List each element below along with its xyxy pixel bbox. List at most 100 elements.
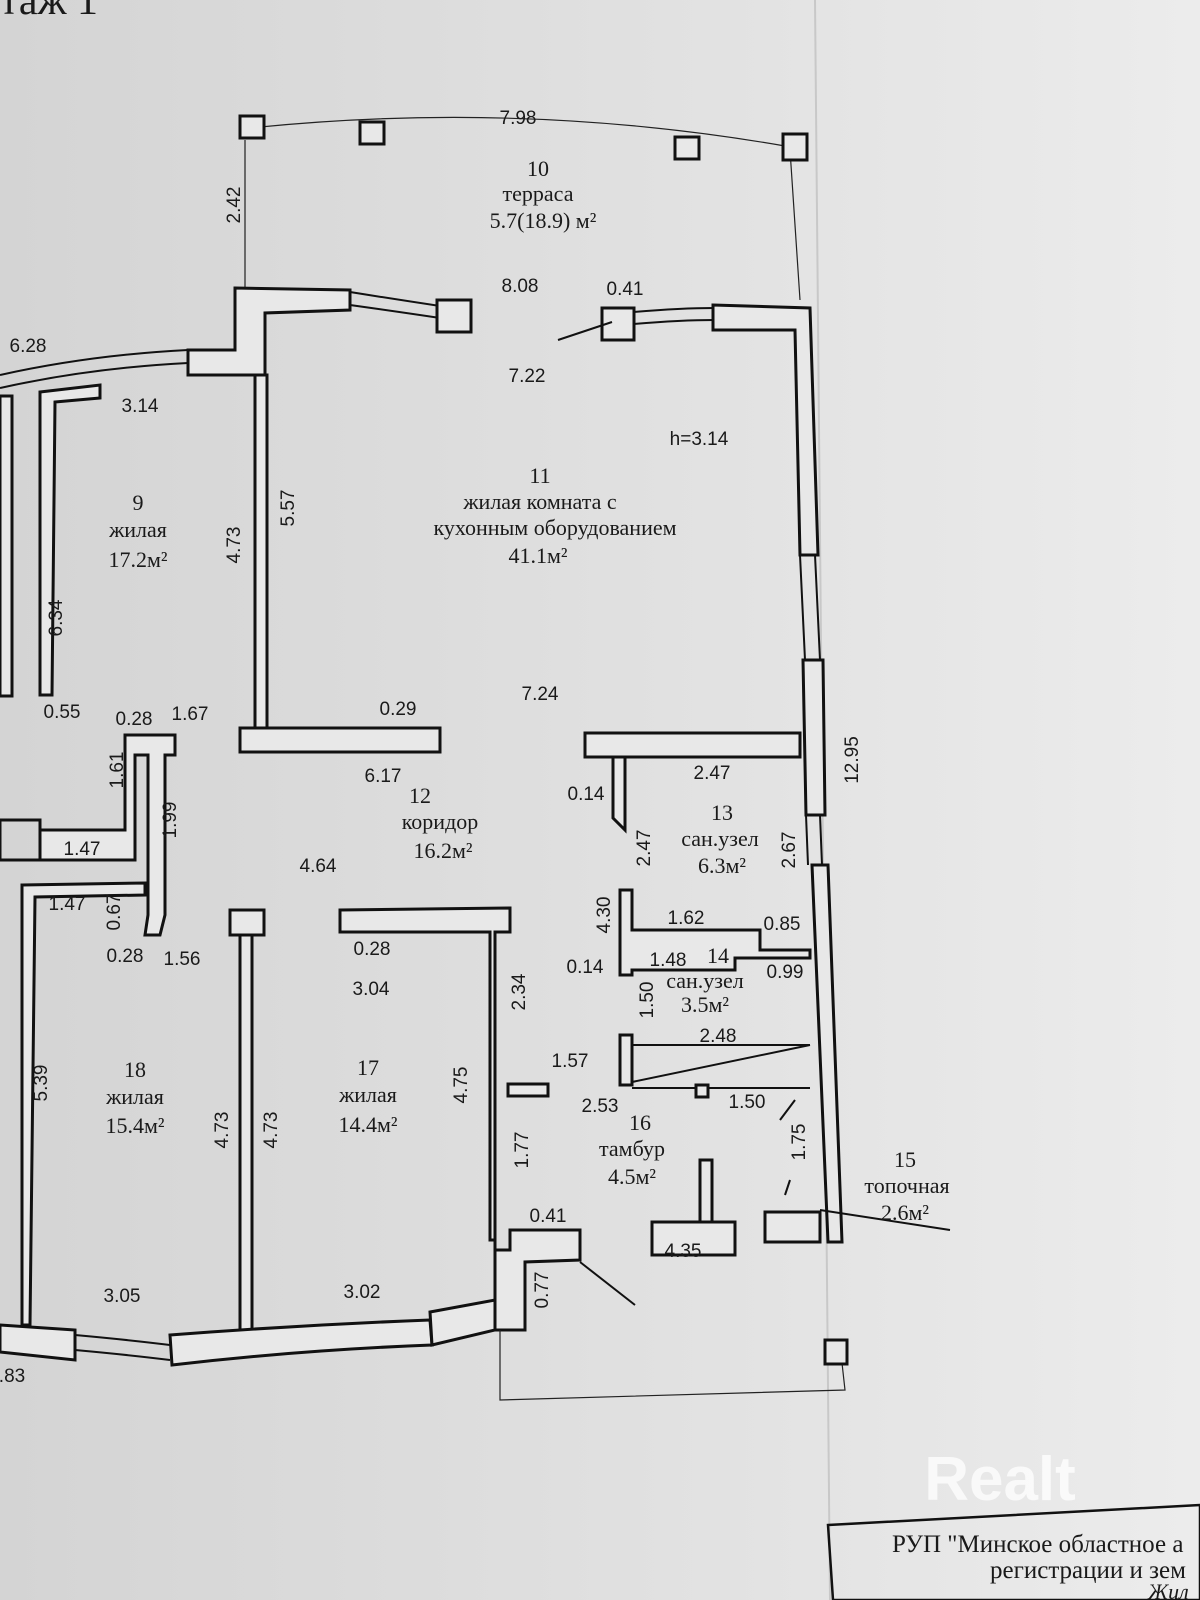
room-12-corridor: 12 коридор 16.2м²	[402, 783, 479, 863]
svg-text:15.4м²: 15.4м²	[105, 1113, 164, 1138]
svg-text:18: 18	[124, 1057, 146, 1082]
svg-text:0.77: 0.77	[532, 1272, 553, 1309]
svg-text:Жил: Жил	[1147, 1579, 1189, 1600]
svg-text:7.22: 7.22	[509, 366, 546, 387]
svg-text:2.34: 2.34	[509, 973, 530, 1010]
svg-text:4.30: 4.30	[594, 897, 615, 934]
realt-watermark: Realt	[924, 1445, 1076, 1514]
room-17-bedroom: 17 жилая 14.4м²	[338, 1055, 398, 1137]
svg-text:1.50: 1.50	[637, 982, 658, 1019]
room-14-bathroom: 14 сан.узел 3.5м²	[666, 943, 744, 1017]
svg-text:8.08: 8.08	[502, 276, 539, 297]
svg-text:4.35: 4.35	[665, 1241, 702, 1262]
svg-text:жилая: жилая	[105, 1084, 164, 1109]
svg-text:5.39: 5.39	[31, 1065, 52, 1102]
room-15-boiler-room: 15 топочная 2.6м²	[864, 1147, 949, 1225]
svg-text:тамбур: тамбур	[599, 1136, 665, 1161]
svg-text:1.99: 1.99	[160, 802, 181, 839]
svg-text:2.47: 2.47	[634, 830, 655, 867]
svg-text:4.5м²: 4.5м²	[608, 1164, 656, 1189]
svg-text:4.75: 4.75	[451, 1067, 472, 1104]
svg-text:2.67: 2.67	[779, 832, 800, 869]
svg-text:h=3.14: h=3.14	[670, 429, 729, 450]
svg-text:2.47: 2.47	[694, 763, 731, 784]
room-9-bedroom: 9 жилая 17.2м²	[108, 490, 168, 572]
room-11-living-kitchen: 11 жилая комната с кухонным оборудование…	[433, 463, 676, 568]
svg-text:14.4м²: 14.4м²	[338, 1112, 397, 1137]
svg-text:6.3м²: 6.3м²	[698, 853, 746, 878]
svg-text:5.7(18.9) м²: 5.7(18.9) м²	[490, 208, 597, 233]
floor-heading: таж 1	[0, 0, 98, 24]
svg-text:жилая: жилая	[108, 517, 167, 542]
svg-text:1.57: 1.57	[552, 1051, 589, 1072]
svg-text:0.41: 0.41	[607, 279, 644, 300]
svg-text:1.67: 1.67	[172, 704, 209, 725]
room-10-terrace: 10 терраса 5.7(18.9) м²	[490, 156, 597, 233]
dimension-labels: 7.98 2.42 8.08 0.41 6.28 7.22 3.14 h=3.1…	[0, 108, 863, 1387]
svg-text:7.24: 7.24	[522, 684, 559, 705]
svg-text:2.53: 2.53	[582, 1096, 619, 1117]
svg-text:1.47: 1.47	[64, 839, 101, 860]
svg-text:0.85: 0.85	[764, 914, 801, 935]
svg-text:1.48: 1.48	[650, 950, 687, 971]
svg-text:15: 15	[894, 1147, 916, 1172]
svg-text:2.48: 2.48	[700, 1026, 737, 1047]
svg-text:16.2м²: 16.2м²	[413, 838, 472, 863]
svg-text:3.04: 3.04	[353, 979, 390, 1000]
svg-text:кухонным оборудованием: кухонным оборудованием	[433, 515, 676, 540]
svg-text:17: 17	[357, 1055, 379, 1080]
svg-text:10: 10	[527, 156, 549, 181]
svg-text:1.47: 1.47	[49, 894, 86, 915]
svg-text:1.77: 1.77	[512, 1132, 533, 1169]
svg-text:17.2м²: 17.2м²	[108, 547, 167, 572]
svg-text:жилая: жилая	[338, 1082, 397, 1107]
svg-text:сан.узел: сан.узел	[666, 968, 744, 993]
svg-text:3.14: 3.14	[122, 396, 159, 417]
svg-text:топочная: топочная	[864, 1173, 949, 1198]
room-18-bedroom: 18 жилая 15.4м²	[105, 1057, 165, 1138]
svg-text:0.55: 0.55	[44, 702, 81, 723]
svg-text:4.73: 4.73	[261, 1112, 282, 1149]
svg-text:13: 13	[711, 800, 733, 825]
svg-text:1.56: 1.56	[164, 949, 201, 970]
svg-text:сан.узел: сан.узел	[681, 826, 759, 851]
svg-text:2.42: 2.42	[224, 187, 245, 224]
svg-text:1.61: 1.61	[107, 752, 128, 789]
svg-text:16: 16	[629, 1110, 651, 1135]
svg-text:0.41: 0.41	[530, 1206, 567, 1227]
svg-text:0.28: 0.28	[107, 946, 144, 967]
svg-text:1.75: 1.75	[789, 1124, 810, 1161]
title-stamp: РУП "Минское областное а регистрации и з…	[826, 1503, 1200, 1600]
svg-text:4.73: 4.73	[212, 1112, 233, 1149]
svg-text:12.95: 12.95	[842, 736, 863, 784]
svg-text:0.99: 0.99	[767, 962, 804, 983]
svg-text:3.05: 3.05	[104, 1286, 141, 1307]
svg-text:0.28: 0.28	[116, 709, 153, 730]
svg-text:терраса: терраса	[503, 181, 574, 206]
svg-text:.83: .83	[0, 1366, 25, 1387]
room-13-bathroom: 13 сан.узел 6.3м²	[681, 800, 759, 878]
svg-text:4.64: 4.64	[300, 856, 337, 877]
svg-text:жилая комната с: жилая комната с	[462, 489, 617, 514]
svg-text:0.67: 0.67	[104, 894, 125, 931]
svg-text:14: 14	[707, 943, 729, 968]
svg-text:РУП "Минское областное а: РУП "Минское областное а	[892, 1531, 1183, 1558]
svg-text:3.5м²: 3.5м²	[681, 992, 729, 1017]
svg-text:регистрации и зем: регистрации и зем	[990, 1557, 1186, 1584]
svg-text:1.50: 1.50	[729, 1092, 766, 1113]
svg-text:0.28: 0.28	[354, 939, 391, 960]
svg-text:6.28: 6.28	[10, 336, 47, 357]
svg-text:41.1м²: 41.1м²	[508, 543, 567, 568]
svg-text:11: 11	[529, 463, 550, 488]
svg-text:0.29: 0.29	[380, 699, 417, 720]
svg-text:2.6м²: 2.6м²	[881, 1200, 929, 1225]
svg-text:0.14: 0.14	[568, 784, 605, 805]
svg-text:6.34: 6.34	[46, 599, 67, 636]
svg-text:5.57: 5.57	[278, 490, 299, 527]
svg-text:4.73: 4.73	[224, 527, 245, 564]
svg-text:1.62: 1.62	[668, 908, 705, 929]
svg-text:9: 9	[133, 490, 144, 515]
svg-text:коридор: коридор	[402, 809, 479, 834]
walls	[0, 114, 951, 1401]
